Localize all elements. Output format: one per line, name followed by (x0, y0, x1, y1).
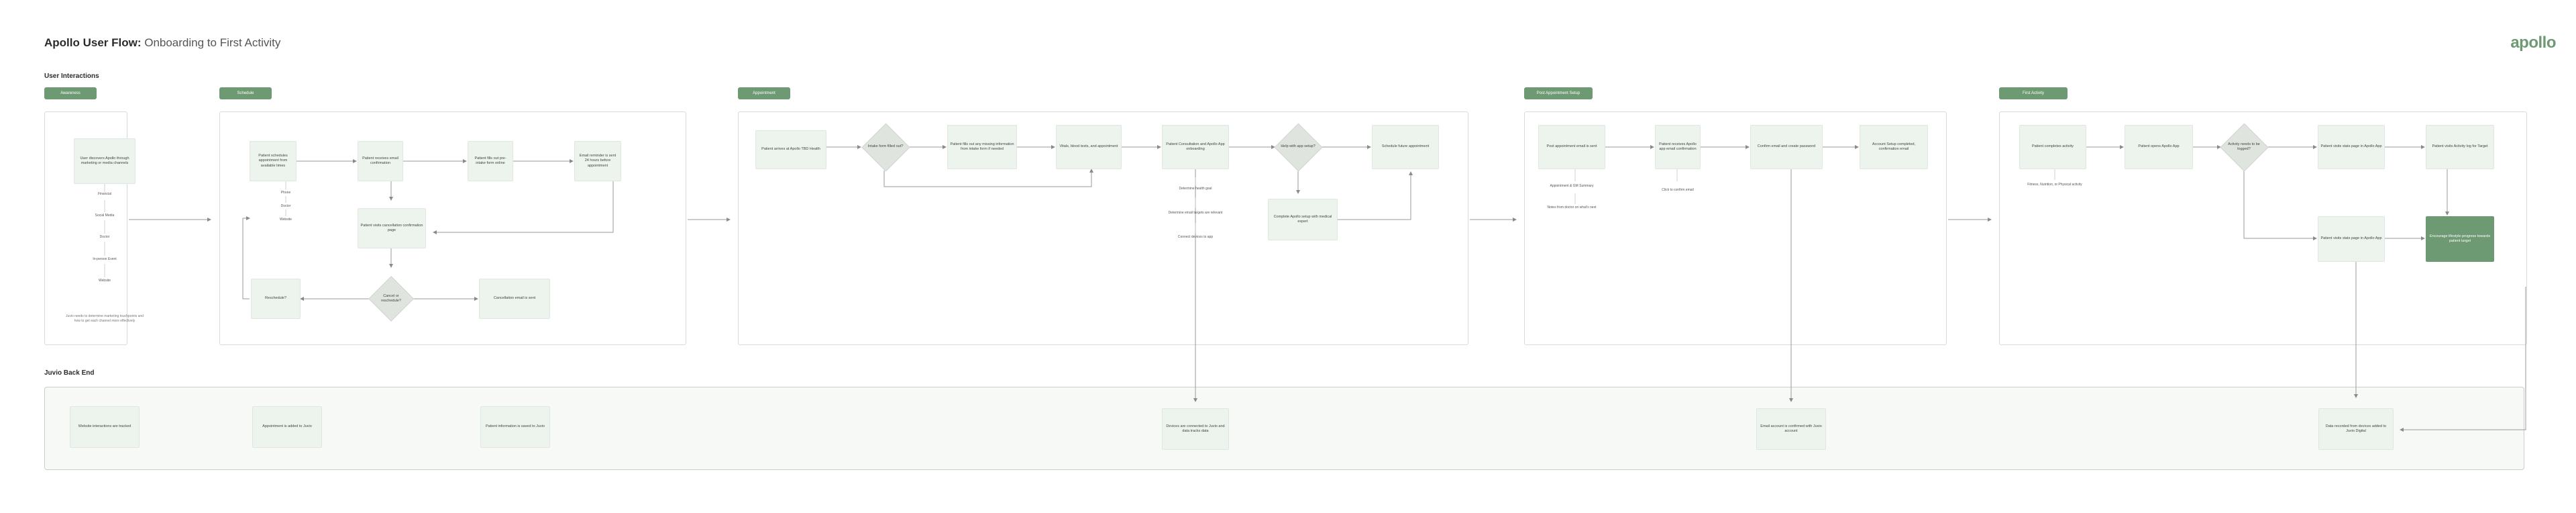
first-sub1: Fitness, Nutrition, or Physical activity (2027, 183, 2082, 187)
node-logs: Patient visits Activity log for Target (2426, 125, 2494, 169)
node-visits-stats-2: Patient visits stats page in Apollo App (2318, 216, 2385, 262)
title-rest: Onboarding to First Activity (141, 36, 281, 49)
node-fills-missing: Patient fills out any missing informatio… (947, 125, 1017, 169)
node-cancel-email: Cancellation email is sent (479, 279, 550, 319)
channel-event: In-person Event (93, 257, 117, 261)
node-complete-setup: Complete Apollo setup with medical exper… (1268, 199, 1338, 240)
post-sub2: Notes from doctor on what's next (1547, 205, 1597, 209)
node-visits-stats: Patient visits stats page in Apollo App (2318, 125, 2385, 169)
decision-cancel: Cancel or reschedule? (368, 275, 415, 322)
post-sub1: Appointment & GM Summary (1550, 184, 1594, 188)
tag-post-setup: Post Appointment Setup (1524, 87, 1593, 99)
backend-b3: Patient information is saved to Juvio (480, 406, 550, 448)
node-completes: Patient completes activity (2019, 125, 2086, 169)
node-schedules: Patient schedules appointment from avail… (250, 141, 297, 181)
schedule-phone: Phone (280, 191, 291, 195)
schedule-doctor: Doctor (280, 204, 291, 208)
schedule-website: Website (280, 218, 292, 222)
tag-appointment: Appointment (738, 87, 790, 99)
node-reminder: Email reminder is sent 24 hours before a… (574, 141, 621, 181)
consult-sub2: Determine email targets are relevant (1168, 211, 1223, 215)
decision-intake: Intake form filled out? (861, 122, 910, 172)
node-future: Schedule future appointment (1372, 125, 1439, 169)
section-backend: Juvio Back End (44, 369, 95, 377)
node-discover: User discovers Apollo through marketing … (74, 138, 136, 184)
channel-social-media: Social Media (95, 214, 115, 218)
section-user-interactions: User Interactions (44, 73, 99, 80)
backend-b5: Email account is confirmed with Juvio ac… (1756, 408, 1826, 450)
node-consult: Patient Consultation and Apollo App onbo… (1162, 125, 1229, 169)
apollo-logo: apollo (2510, 34, 2556, 52)
node-email-conf: Patient receives email confirmation (358, 141, 403, 181)
node-fills-intake: Patient fills out pre-intake form online (468, 141, 513, 181)
channel-website: Website (99, 279, 111, 283)
node-receives: Patient receives Apollo app email confir… (1655, 125, 1701, 169)
node-vitals: Vitals, blood tests, and appointment (1056, 125, 1122, 169)
backend-b6: Data recorded from devices added to Juvi… (2318, 408, 2394, 450)
page-title: Apollo User Flow: Onboarding to First Ac… (44, 36, 280, 50)
backend-b2: Appointment is added to Juvio (252, 406, 322, 448)
decision-help: Help with app setup? (1273, 122, 1323, 172)
node-reschedule: Reschedule? (251, 279, 301, 319)
channel-financial: Financial (97, 192, 111, 196)
node-arrives: Patient arrives at Apollo TBD Health (755, 130, 826, 169)
post-click: Click to confirm email (1662, 188, 1694, 192)
node-visits-cancel: Patient visits cancellation confirmation… (358, 208, 426, 248)
panel-backend (44, 387, 2524, 470)
backend-b4: Devices are connected to Juvio and data … (1162, 408, 1229, 450)
tag-first-activity: First Activity (1999, 87, 2068, 99)
consult-sub1: Determine health goal (1179, 187, 1212, 191)
tag-schedule: Schedule (219, 87, 272, 99)
backend-b1: Website interactions are tracked (70, 406, 140, 448)
title-bold: Apollo User Flow: (44, 36, 142, 49)
node-encourage: Encourage lifestyle progress towards pat… (2426, 216, 2494, 262)
channel-doctor: Doctor (99, 235, 110, 239)
node-confirm: Confirm email and create password (1750, 125, 1823, 169)
tag-awareness: Awareness (44, 87, 97, 99)
note-awareness: Juvio needs to determine marketing touch… (66, 314, 144, 323)
node-setup-done: Account Setup completed, confirmation em… (1860, 125, 1928, 169)
decision-needs: Activity needs to be logged? (2219, 122, 2269, 172)
node-opens: Patient opens Apollo App (2125, 125, 2193, 169)
node-summary-email: Post appointment email is sent (1538, 125, 1605, 169)
consult-sub3: Connect devices to app (1177, 235, 1214, 239)
